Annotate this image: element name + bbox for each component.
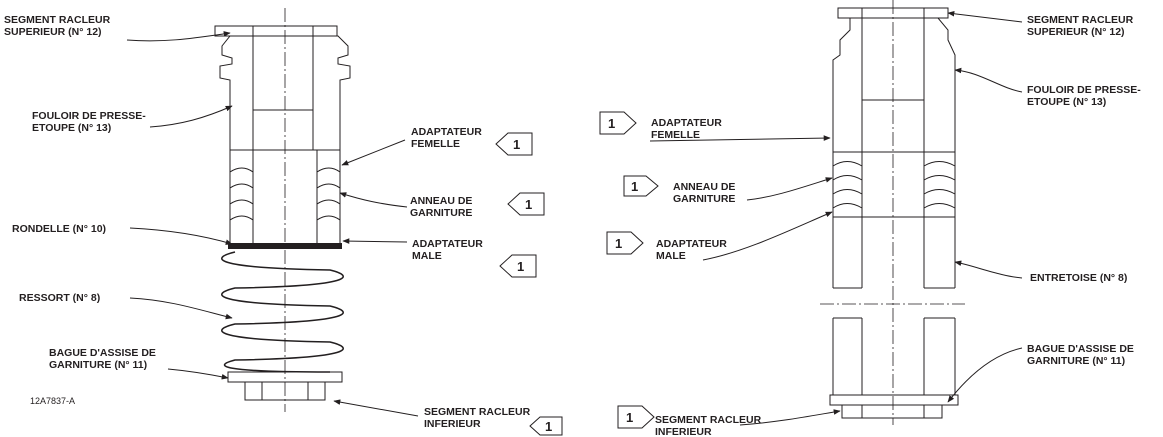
right-follower-part: [832, 17, 956, 153]
svg-text:1: 1: [545, 419, 552, 434]
flag-right-packing-ring: 1: [623, 175, 659, 197]
flag-left-wiper-bottom: 1: [529, 416, 563, 436]
label-left-wiper-top: SEGMENT RACLEUR SUPERIEUR (N° 12): [4, 14, 113, 38]
svg-text:1: 1: [513, 137, 520, 152]
label-right-wiper-bottom: SEGMENT RACLEUR INFERIEUR: [655, 414, 764, 437]
label-left-female-adaptor: ADAPTATEUR FEMELLE: [411, 126, 485, 150]
svg-text:1: 1: [525, 197, 532, 212]
label-left-male-adaptor: ADAPTATEUR MALE: [412, 238, 486, 262]
right-box-ring-part: [829, 394, 959, 419]
flag-right-female-adaptor: 1: [599, 111, 637, 135]
svg-text:1: 1: [517, 259, 524, 274]
flag-left-female-adaptor: 1: [495, 132, 533, 156]
left-spring-part: [221, 251, 344, 373]
label-right-spacer: ENTRETOISE (N° 8): [1030, 272, 1127, 284]
flag-right-wiper-bottom: 1: [617, 405, 655, 429]
label-left-follower: FOULOIR DE PRESSE- ETOUPE (N° 13): [32, 110, 149, 134]
label-right-follower: FOULOIR DE PRESSE- ETOUPE (N° 13): [1027, 84, 1144, 108]
svg-text:1: 1: [631, 179, 638, 194]
leader-lines: [126, 10, 1023, 426]
label-right-male-adaptor: ADAPTATEUR MALE: [656, 238, 730, 262]
label-left-washer: RONDELLE (N° 10): [12, 223, 106, 235]
flag-left-male-adaptor: 1: [499, 254, 537, 278]
label-right-female-adaptor: ADAPTATEUR FEMELLE: [651, 117, 725, 141]
right-spacer-part: [820, 216, 965, 396]
label-right-wiper-top: SEGMENT RACLEUR SUPERIEUR (N° 12): [1027, 14, 1136, 38]
left-assembly: [214, 8, 351, 412]
drawing-number: 12A7837-A: [30, 396, 75, 406]
svg-text:1: 1: [615, 236, 622, 251]
label-right-box-ring: BAGUE D'ASSISE DE GARNITURE (N° 11): [1027, 343, 1137, 367]
right-packing-stack-part: [832, 151, 956, 218]
svg-text:1: 1: [626, 410, 633, 425]
svg-text:1: 1: [608, 116, 615, 131]
label-left-spring: RESSORT (N° 8): [19, 292, 100, 304]
label-left-box-ring: BAGUE D'ASSISE DE GARNITURE (N° 11): [49, 347, 159, 371]
label-left-wiper-bottom: SEGMENT RACLEUR INFERIEUR: [424, 406, 533, 430]
left-wiper-top-part: [214, 25, 338, 37]
right-assembly: [820, 0, 965, 425]
flag-left-packing-ring: 1: [507, 192, 545, 216]
label-right-packing-ring: ANNEAU DE GARNITURE: [673, 181, 738, 205]
label-left-packing-ring: ANNEAU DE GARNITURE: [410, 195, 475, 219]
flag-right-male-adaptor: 1: [606, 231, 644, 255]
